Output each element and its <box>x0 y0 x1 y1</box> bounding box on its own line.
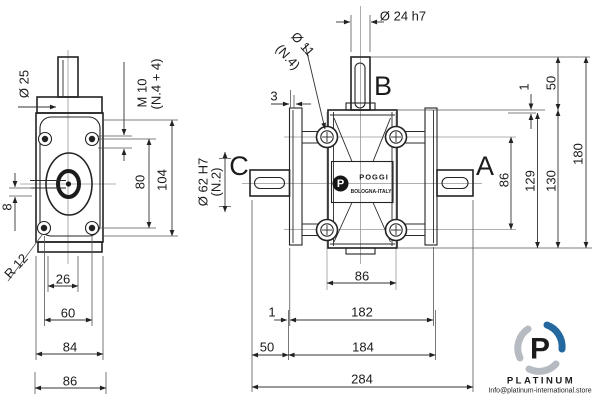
dim-key-offset: 8 <box>0 203 15 210</box>
dim-bolt-spacing-h: 86 <box>355 269 369 284</box>
dim-body-height: 104 <box>155 169 170 191</box>
dim-pilot-bore-count: (N.2) <box>209 168 224 197</box>
shaft-b-label: B <box>374 71 392 101</box>
front-view-outline <box>30 56 104 253</box>
shaft-c-label: C <box>229 151 249 181</box>
watermark-brand: PLATINUM <box>507 376 575 387</box>
dim-shaft-c-length: 50 <box>260 340 274 355</box>
side-view-bolts <box>315 125 408 242</box>
shaft-a <box>436 169 474 197</box>
dim-side-clearance: 1 <box>268 305 275 320</box>
dim-hole-spacing-v: 80 <box>133 175 148 189</box>
dim-bolt-spacing-v: 86 <box>497 173 512 187</box>
dim-hole-spacing-h: 60 <box>61 306 75 321</box>
platinum-logo-monogram: P <box>530 333 550 366</box>
dim-shaft-b-length: 50 <box>544 76 559 90</box>
front-view-bolt-holes <box>36 131 100 236</box>
dim-body-width: 84 <box>63 340 77 355</box>
poggi-logo-icon <box>332 175 349 192</box>
dim-slot-width: 26 <box>56 272 70 287</box>
dim-thread-spec: M 10 <box>135 79 150 108</box>
side-view-outline <box>249 56 474 255</box>
shaft-labels: B C A <box>229 71 494 181</box>
watermark-email: Info@platinum-international.store <box>488 388 591 395</box>
shaft-a-label: A <box>476 151 494 181</box>
watermark: P PLATINUM Info@platinum-international.s… <box>488 321 592 395</box>
poggi-logo-monogram: P <box>337 178 344 190</box>
nameplate-brand: POGGI <box>359 173 389 182</box>
dim-overall-width-side: 284 <box>351 372 373 387</box>
dim-shaft-dia: Ø 25 <box>17 70 32 98</box>
dim-overall-width-front: 86 <box>63 374 77 389</box>
side-view-dimensions: Ø 24 h7 Ø 11 (N.4) 3 Ø 62 H7 (N.2) 86 <box>196 9 592 392</box>
dim-top-clearance: 1 <box>517 83 532 90</box>
nameplate: P POGGI BOLOGNA-ITALY <box>332 173 392 195</box>
dim-flange-thickness: 3 <box>270 89 277 104</box>
side-view: P POGGI BOLOGNA-ITALY B C A Ø 24 h7 Ø 11… <box>196 6 592 392</box>
front-view: Ø 25 M 10 (N.4 + 4) 8 80 104 R <box>0 50 178 394</box>
dim-shaft-b-dia: Ø 24 h7 <box>380 9 426 24</box>
output-bore <box>56 169 81 199</box>
shaft-c <box>249 169 291 197</box>
dim-thread-count: (N.4 + 4) <box>149 59 164 110</box>
platinum-logo-icon: P <box>514 321 566 375</box>
dim-body-width-side: 182 <box>351 305 373 320</box>
dim-pilot-bore-dia: Ø 62 H7 <box>196 158 211 206</box>
dim-height-130: 130 <box>544 170 559 192</box>
front-view-dimensions: Ø 25 M 10 (N.4 + 4) 8 80 104 R <box>0 59 178 394</box>
dim-overall-height: 180 <box>571 143 586 165</box>
dim-flange-to-flange: 184 <box>352 340 374 355</box>
nameplate-origin: BOLOGNA-ITALY <box>351 189 392 195</box>
dim-height-129: 129 <box>523 170 538 192</box>
